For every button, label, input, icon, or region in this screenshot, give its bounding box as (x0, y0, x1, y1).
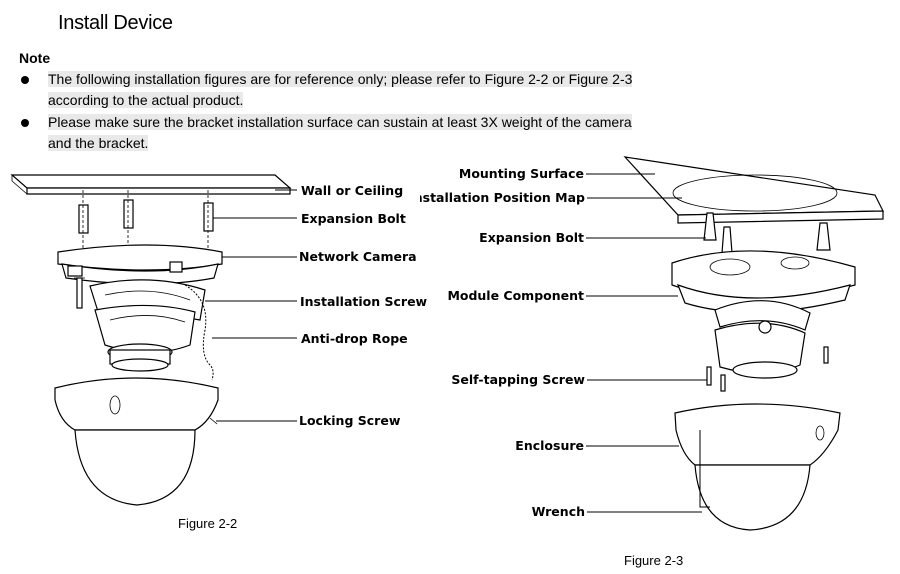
bullet-dot-icon (21, 119, 29, 127)
label-network-camera: Network Camera (299, 249, 417, 264)
figure-2-2-callout-lines (205, 189, 297, 422)
figure-2-3-diagram: Mounting Surface Installation Position M… (420, 156, 884, 531)
self-tapping-screws (706, 346, 829, 392)
label-expansion-bolt: Expansion Bolt (301, 211, 406, 226)
bullet-1-line-2: according to the actual product. (48, 92, 244, 108)
label-enclosure: Enclosure (515, 438, 584, 453)
note-bullet-1: The following installation figures are f… (19, 69, 659, 111)
expansion-bolts (78, 190, 214, 252)
figure-2-2-diagram: Wall or Ceiling Expansion Bolt Network C… (10, 174, 428, 506)
label-self-tapping-screw: Self-tapping Screw (451, 372, 585, 387)
mounting-surface-plate (623, 156, 884, 224)
note-bullet-2: Please make sure the bracket installatio… (19, 112, 659, 154)
installation-screw (74, 277, 85, 309)
label-mounting-surface: Mounting Surface (459, 166, 584, 181)
label-locking-screw: Locking Screw (299, 413, 401, 428)
figure-2-3-caption: Figure 2-3 (624, 553, 684, 568)
label-installation-screw: Installation Screw (300, 294, 428, 309)
bullet-1-line-1: The following installation figures are f… (48, 71, 633, 87)
anti-drop-rope (184, 284, 214, 381)
network-camera (57, 244, 223, 372)
section-title: Install Device (58, 12, 173, 34)
enclosure-dome (674, 403, 841, 531)
bullet-dot-icon (21, 76, 29, 84)
dome-enclosure (54, 377, 219, 506)
label-anti-drop-rope: Anti-drop Rope (301, 331, 408, 346)
wall-or-ceiling-plate (10, 174, 292, 195)
label-expansion-bolt: Expansion Bolt (479, 230, 584, 245)
label-wall-or-ceiling: Wall or Ceiling (301, 183, 403, 198)
expansion-bolts (703, 212, 831, 254)
figure-2-3-callout-lines (586, 173, 707, 513)
label-module-component: Module Component (447, 288, 584, 303)
label-wrench: Wrench (532, 504, 585, 519)
module-component (671, 250, 856, 379)
bullet-2-line-2: and the bracket. (48, 135, 149, 151)
wrench (699, 430, 710, 508)
note-label: Note (19, 50, 51, 66)
label-installation-position-map: Installation Position Map (420, 190, 585, 205)
bullet-2-line-1: Please make sure the bracket installatio… (48, 114, 632, 130)
figure-2-2-caption: Figure 2-2 (178, 516, 238, 531)
